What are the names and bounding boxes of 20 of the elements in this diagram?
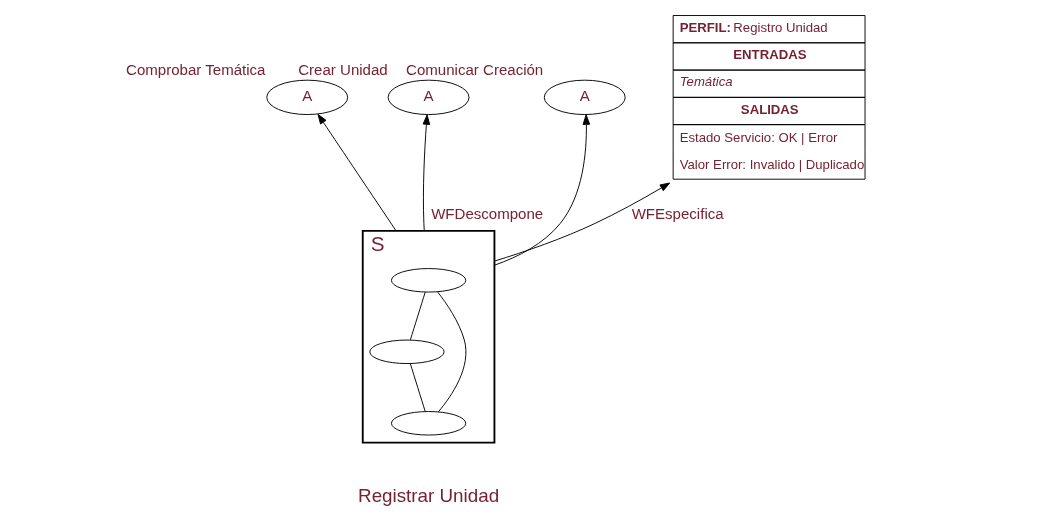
node-ellipse	[390, 268, 467, 293]
connector	[409, 363, 426, 412]
node-label: Comunicar Creación	[406, 61, 544, 79]
node-label: Comprobar Temática	[126, 61, 266, 79]
node-label: Registrar Unidad	[358, 484, 500, 506]
connector	[437, 291, 467, 413]
node-ellipse: A	[543, 79, 626, 115]
connector	[409, 291, 426, 341]
arrow	[493, 182, 671, 262]
node-label: Crear Unidad	[298, 61, 388, 79]
cluster: S	[361, 230, 496, 444]
arrow	[493, 114, 591, 266]
node-ellipse: A	[266, 79, 349, 115]
node-ellipse: A	[387, 79, 470, 115]
node-ellipse	[369, 339, 445, 365]
edge-label: WFEspecifica	[631, 204, 724, 222]
arrow	[422, 114, 431, 232]
node-ellipse	[390, 411, 467, 436]
edge-label: WFDescompone	[431, 204, 544, 222]
arrow	[317, 113, 397, 232]
